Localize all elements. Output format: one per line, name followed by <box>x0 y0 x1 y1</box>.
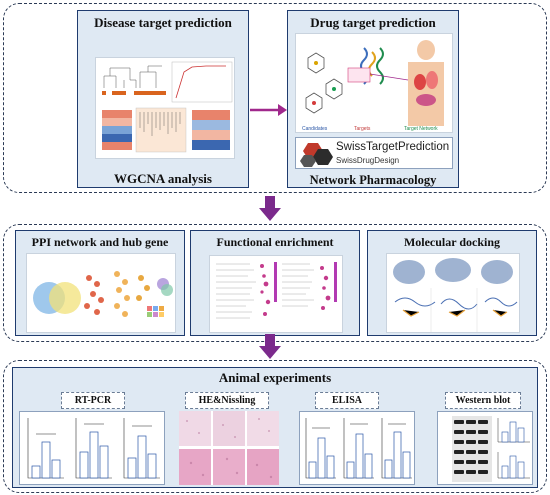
elisa-charts <box>299 411 415 485</box>
top-connector-arrow <box>250 104 287 116</box>
swiss-target-title: SwissTargetPrediction <box>336 141 450 153</box>
drug-target-title: Drug target prediction <box>310 15 436 30</box>
functional-enrichment-panel: Functional enrichment <box>190 230 360 336</box>
disease-target-title: Disease target prediction <box>94 15 232 30</box>
target-network-label: Target Network <box>404 126 438 132</box>
candidates-label: Candidates <box>302 126 328 132</box>
disease-target-panel: Disease target prediction <box>77 10 249 188</box>
western-blot-tag: Western blot <box>445 392 521 409</box>
animal-experiments-title: Animal experiments <box>218 370 332 385</box>
swiss-cube-logo-icon <box>300 143 333 167</box>
docking-figure <box>386 253 520 333</box>
ppi-title: PPI network and hub gene <box>31 235 169 249</box>
swiss-target-logo-box: SwissTargetPrediction SwissDrugDesign <box>295 137 453 169</box>
wgcna-caption: WGCNA analysis <box>114 171 212 186</box>
bottom-section-frame <box>3 360 547 493</box>
swiss-drug-design-subtitle: SwissDrugDesign <box>336 156 400 165</box>
enrichment-title: Functional enrichment <box>216 235 334 249</box>
down-arrow-1 <box>259 196 281 221</box>
docking-title: Molecular docking <box>403 235 501 249</box>
top-section-frame <box>3 3 547 193</box>
down-arrow-2 <box>259 334 281 359</box>
wgcna-figure <box>95 57 235 159</box>
ppi-panel: PPI network and hub gene <box>15 230 185 336</box>
western-blot-figure <box>437 411 533 485</box>
network-pharmacology-caption: Network Pharmacology <box>309 173 437 187</box>
animal-experiments-panel: Animal experiments RT-PCR HE&Nissling <box>12 367 538 488</box>
drug-target-panel: Drug target prediction <box>287 10 459 188</box>
enrichment-figure <box>209 255 343 333</box>
targets-label: Targets <box>354 126 371 132</box>
rtpcr-tag: RT-PCR <box>61 392 125 409</box>
drug-network-figure: Candidates Targets Target Network <box>295 33 453 133</box>
molecular-docking-panel: Molecular docking <box>367 230 537 336</box>
he-nissling-images <box>179 411 279 485</box>
rtpcr-charts <box>19 411 165 485</box>
he-nissling-tag: HE&Nissling <box>185 392 269 409</box>
ppi-figure <box>26 253 176 333</box>
elisa-tag: ELISA <box>315 392 379 409</box>
